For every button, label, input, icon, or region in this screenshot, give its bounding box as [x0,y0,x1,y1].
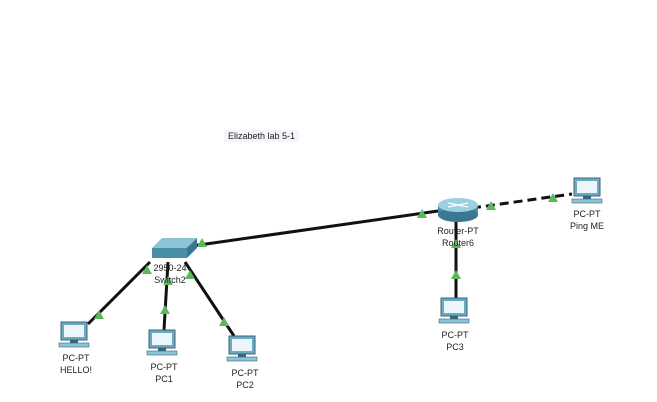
device-model: PC-PT [231,368,259,378]
port-status-up-icon [417,209,427,218]
device-label-pingme[interactable]: PC-PT Ping ME [542,208,632,232]
device-name: PC3 [446,342,464,352]
pc-icon[interactable] [571,177,603,204]
device-name: Ping ME [569,221,604,231]
port-status-up-icon [142,265,152,274]
port-status-up-icon [160,305,170,314]
port-status-up-icon [219,317,229,326]
port-status-up-icon [197,238,207,247]
device-name: PC1 [155,374,173,384]
device-name: PC2 [236,380,254,390]
link-switch-pc1[interactable] [162,261,170,331]
switch-icon[interactable] [152,238,197,258]
device-name: Router6 [441,238,475,248]
device-name: Switch2 [154,275,186,285]
device-model: PC-PT [441,330,469,340]
device-model: PC-PT [573,209,601,219]
device-label-pc1[interactable]: PC-PT PC1 [119,361,209,385]
device-model: 2950-24 [153,263,187,273]
device-model: PC-PT [150,362,178,372]
port-status-up-icon [163,276,173,285]
router-icon[interactable] [438,198,478,222]
port-status-up-icon [486,201,496,210]
device-model: PC-PT [62,353,90,363]
port-status-up-icon [451,239,461,248]
port-status-up-icon [548,193,558,202]
device-label-pc2[interactable]: PC-PT PC2 [200,367,290,391]
port-status-up-icon [185,270,195,279]
device-name: HELLO! [59,365,92,375]
device-label-hello[interactable]: PC-PT HELLO! [31,352,121,376]
pc-icon[interactable] [438,297,470,324]
device-label-router[interactable]: Router-PT Router6 [413,225,503,249]
pc-icon[interactable] [226,335,258,362]
link-switch-router[interactable] [177,208,446,250]
port-status-up-icon [94,310,104,319]
device-label-pc3[interactable]: PC-PT PC3 [410,329,500,353]
port-status-up-icon [451,270,461,279]
note-label[interactable]: Elizabeth lab 5-1 [224,130,300,142]
device-model: Router-PT [437,226,479,236]
pc-icon[interactable] [146,329,178,356]
pc-icon[interactable] [58,321,90,348]
